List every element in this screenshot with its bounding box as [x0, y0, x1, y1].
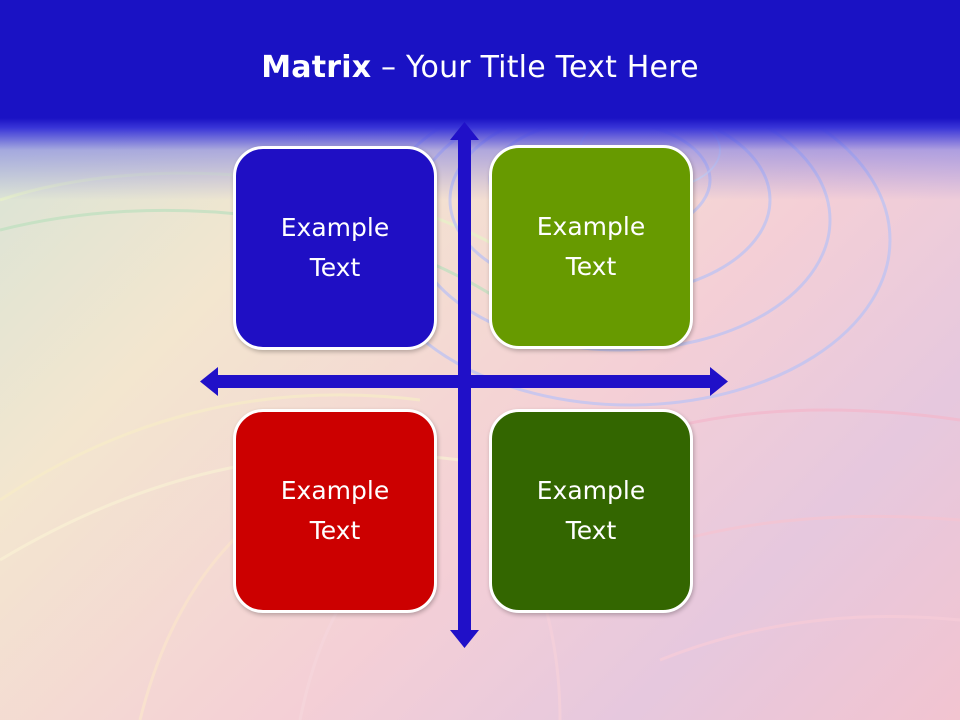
quadrant-top-left: Example Text: [233, 146, 437, 350]
arrow-right-icon: [710, 367, 728, 396]
arrow-up-icon: [450, 122, 479, 140]
quadrant-label: Example Text: [536, 212, 646, 281]
title-bold-part: Matrix: [261, 50, 372, 85]
arrow-left-icon: [200, 367, 218, 396]
quadrant-label: Example Text: [280, 213, 390, 282]
quadrant-bottom-right: Example Text: [489, 409, 693, 613]
quadrant-label: Example Text: [536, 476, 646, 545]
arrow-down-icon: [450, 630, 479, 648]
quadrant-bottom-left: Example Text: [233, 409, 437, 613]
quadrant-label: Example Text: [280, 476, 390, 545]
title-band: [0, 0, 960, 200]
horizontal-axis-line: [215, 375, 712, 388]
quadrant-top-right: Example Text: [489, 145, 693, 349]
title-rest-part: – Your Title Text Here: [371, 50, 699, 85]
slide-title: Matrix – Your Title Text Here: [0, 50, 960, 85]
